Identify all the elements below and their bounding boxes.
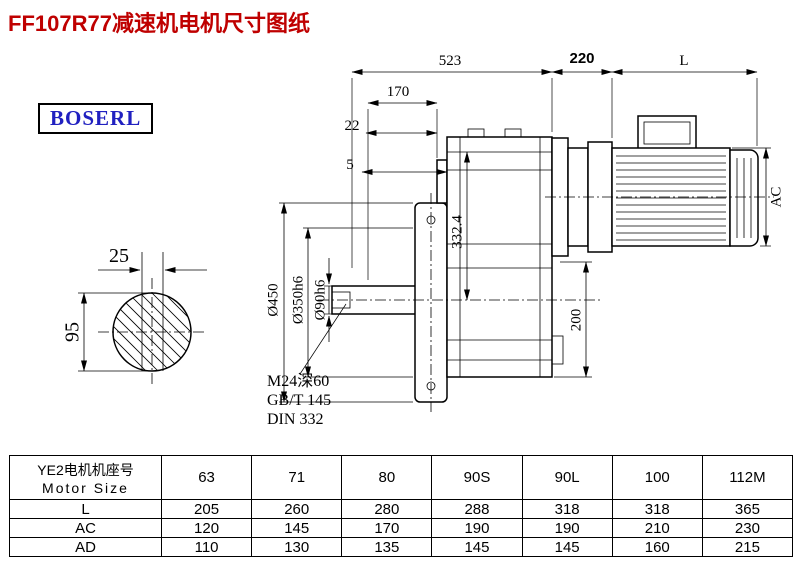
dim-value-cell: 160 xyxy=(611,537,703,557)
dim-value-cell: 365 xyxy=(701,499,794,519)
dimension-annotations: 523 220 L 170 22 5 Ø450 Ø350h6 xyxy=(265,50,784,428)
note-thread: M24深60 xyxy=(267,372,329,390)
technical-drawing: 95 25 xyxy=(62,50,785,428)
motor-size-header-cn: YE2电机机座号 xyxy=(37,461,134,478)
shaft-cross-section xyxy=(98,252,207,386)
size-col-header: 71 xyxy=(251,455,343,500)
dim-value-cell: 205 xyxy=(160,499,253,519)
motor-size-header-en: Motor Size xyxy=(42,479,129,496)
size-col-header: 100 xyxy=(611,455,703,500)
dim-value-cell: 318 xyxy=(521,499,613,519)
motor-size-header-cell: YE2电机机座号 Motor Size xyxy=(9,455,162,500)
note-din: DIN 332 xyxy=(267,411,323,428)
dim-row-label: AD xyxy=(9,537,162,557)
table-row-AC: AC 120 145 170 190 190 210 230 xyxy=(9,518,794,538)
size-col-header: 63 xyxy=(160,455,253,500)
dim-value-cell: 145 xyxy=(251,518,343,538)
size-col-header: 112M xyxy=(701,455,794,500)
dim-value-cell: 120 xyxy=(160,518,253,538)
table-row-AD: AD 110 130 135 145 145 160 215 xyxy=(9,537,794,557)
dim-523: 523 xyxy=(439,53,462,69)
table-row-L: L 205 260 280 288 318 318 365 xyxy=(9,499,794,519)
dim-AC: AC xyxy=(768,187,784,208)
dim-value-cell: 215 xyxy=(701,537,794,557)
table-header-row: YE2电机机座号 Motor Size 63 71 80 90S 90L 100… xyxy=(9,455,794,500)
dim-value-cell: 190 xyxy=(521,518,613,538)
dim-value-cell: 145 xyxy=(521,537,613,557)
dim-value-cell: 230 xyxy=(701,518,794,538)
dim-row-label: L xyxy=(9,499,162,519)
dim-value-cell: 130 xyxy=(251,537,343,557)
dim-95: 95 xyxy=(62,322,84,342)
page-title: FF107R77减速机电机尺寸图纸 xyxy=(8,11,310,36)
dim-value-cell: 170 xyxy=(341,518,433,538)
dim-value-cell: 288 xyxy=(431,499,523,519)
dim-dia450: Ø450 xyxy=(265,283,281,316)
dim-value-cell: 260 xyxy=(251,499,343,519)
center-lines xyxy=(318,193,774,412)
brand-logo: BOSERL xyxy=(38,103,154,134)
dim-5: 5 xyxy=(346,157,354,173)
dim-dia350: Ø350h6 xyxy=(290,275,306,324)
dim-220: 220 xyxy=(569,50,594,67)
note-gbt: GB/T 145 xyxy=(267,392,331,409)
size-col-header: 90L xyxy=(521,455,613,500)
dim-value-cell: 280 xyxy=(341,499,433,519)
dim-value-cell: 135 xyxy=(341,537,433,557)
size-col-header: 90S xyxy=(431,455,523,500)
dim-170: 170 xyxy=(387,84,410,100)
dim-22: 22 xyxy=(345,118,360,134)
size-col-header: 80 xyxy=(341,455,433,500)
dim-25: 25 xyxy=(109,245,129,267)
dim-value-cell: 145 xyxy=(431,537,523,557)
dim-dia90: Ø90h6 xyxy=(312,279,328,320)
dim-value-cell: 190 xyxy=(431,518,523,538)
dim-L: L xyxy=(679,53,688,69)
dim-200: 200 xyxy=(568,309,584,332)
dim-value-cell: 210 xyxy=(611,518,703,538)
motor-view xyxy=(551,115,759,257)
dim-value-cell: 318 xyxy=(611,499,703,519)
dim-332-4: 332.4 xyxy=(449,215,465,249)
dim-value-cell: 110 xyxy=(160,537,253,557)
gear-unit-view xyxy=(331,128,564,403)
brand-logo-text: BOSERL xyxy=(50,106,142,130)
motor-size-table: YE2电机机座号 Motor Size 63 71 80 90S 90L 100… xyxy=(9,455,794,557)
shaft-dimensions: 95 25 xyxy=(62,245,207,372)
dim-row-label: AC xyxy=(9,518,162,538)
